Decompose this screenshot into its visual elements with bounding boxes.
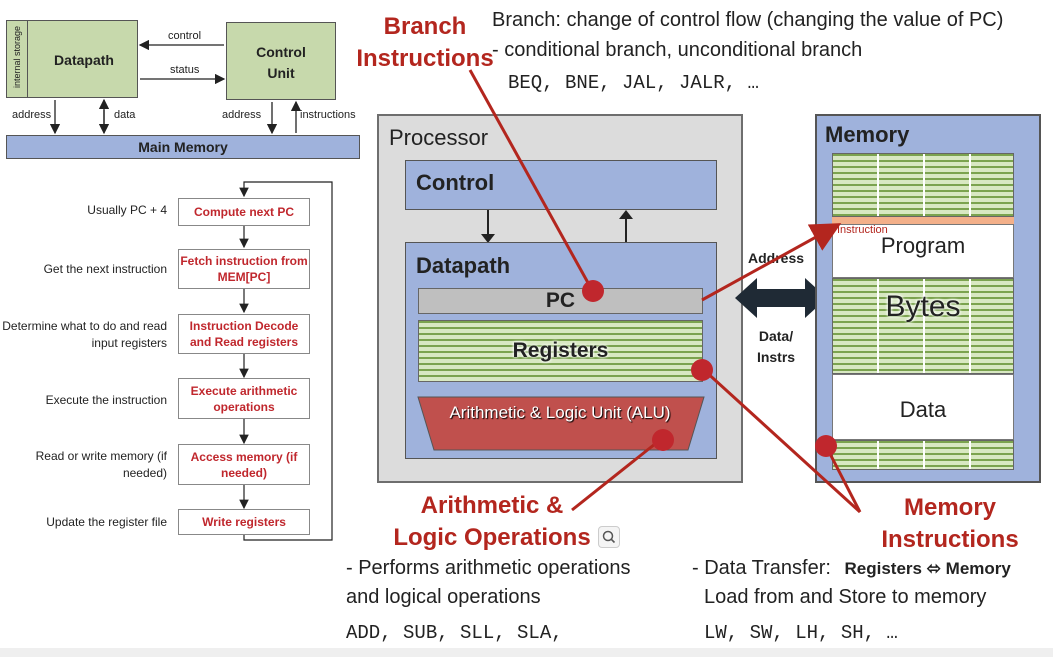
memory-title: Memory bbox=[825, 122, 910, 147]
registers-label: Registers bbox=[512, 339, 609, 362]
alu-shape bbox=[417, 396, 705, 451]
flow-arrows bbox=[239, 181, 333, 541]
control-box bbox=[405, 160, 717, 210]
bus-arrow bbox=[735, 278, 827, 318]
bottom-bar bbox=[0, 648, 1053, 657]
datapath-block bbox=[6, 20, 138, 98]
instruction-label: Instruction bbox=[837, 224, 888, 236]
flow-label-5: Read or write memory (if needed) bbox=[35, 449, 167, 480]
control-title: Control bbox=[416, 170, 495, 195]
memory-stripes-middle bbox=[832, 278, 1014, 374]
datapath-title: Datapath bbox=[416, 253, 511, 278]
alu-ops-title: Arithmetic & Logic Operations bbox=[393, 492, 591, 551]
flow-box-compute-next-pc: Compute next PC bbox=[178, 198, 310, 226]
flow-box-access-memory: Access memory (if needed) bbox=[178, 444, 310, 485]
top-left-arrows bbox=[49, 39, 302, 135]
address-right-label: address bbox=[222, 109, 262, 121]
flow-label-6: Update the register file bbox=[46, 515, 167, 529]
flow-box-write-registers: Write registers bbox=[178, 509, 310, 535]
bytes-label: Bytes bbox=[885, 290, 961, 323]
program-region bbox=[832, 224, 1014, 278]
alu-ops-desc-2: and logical operations bbox=[346, 586, 541, 608]
control-signal-label: control bbox=[168, 30, 202, 42]
pc-label: PC bbox=[545, 289, 576, 312]
pc-register bbox=[418, 288, 703, 314]
alu-ops-examples: ADD, SUB, SLL, SLA, bbox=[346, 622, 563, 644]
program-label: Program bbox=[880, 233, 966, 258]
data-region-label: Data bbox=[899, 397, 947, 422]
memory-instructions-title: Memory Instructions bbox=[881, 494, 1019, 553]
memory-stripes-top bbox=[832, 153, 1014, 217]
data-region bbox=[832, 374, 1014, 440]
instruction-row bbox=[832, 217, 1014, 224]
alu-label: Arithmetic & Logic Unit (ALU) bbox=[449, 403, 671, 422]
mem-ops-examples: LW, SW, LH, SH, … bbox=[704, 622, 898, 644]
flow-label-3: Determine what to do and read input regi… bbox=[2, 319, 167, 350]
mem-ops-desc-prefix: - Data Transfer: bbox=[692, 557, 831, 579]
flow-label-1: Usually PC + 4 bbox=[87, 203, 167, 217]
control-datapath-arrows bbox=[481, 210, 633, 243]
flow-box-decode: Instruction Decode and Read registers bbox=[178, 314, 310, 354]
main-memory-bar bbox=[6, 135, 360, 159]
flow-box-execute: Execute arithmetic operations bbox=[178, 378, 310, 419]
main-memory-label: Main Memory bbox=[138, 139, 228, 155]
status-signal-label: status bbox=[170, 64, 200, 76]
flow-box-fetch: Fetch instruction from MEM[PC] bbox=[178, 249, 310, 289]
branch-desc-2: - conditional branch, unconditional bran… bbox=[492, 39, 863, 61]
branch-examples: BEQ, BNE, JAL, JALR, … bbox=[508, 72, 759, 94]
mem-ops-desc-1: - Data Transfer: Registers ⬄ Memory bbox=[692, 557, 1011, 580]
instructions-label: instructions bbox=[300, 109, 356, 121]
data-label: data bbox=[114, 109, 136, 121]
internal-storage-strip bbox=[6, 20, 28, 98]
branch-instructions-title: Branch Instructions bbox=[356, 13, 494, 72]
control-unit-label: Control Unit bbox=[256, 44, 306, 81]
memory-stripes-bottom bbox=[832, 440, 1014, 470]
alu-ops-desc-1: - Performs arithmetic operations bbox=[346, 557, 631, 579]
zoom-icon[interactable] bbox=[598, 526, 620, 548]
mem-ops-desc-bold: Registers ⬄ Memory bbox=[844, 559, 1011, 578]
flow-label-4: Execute the instruction bbox=[45, 393, 167, 407]
flow-label-2: Get the next instruction bbox=[43, 262, 167, 276]
data-instrs-label: Data/ Instrs bbox=[756, 328, 796, 365]
processor-title: Processor bbox=[389, 125, 489, 150]
address-left-label: address bbox=[12, 109, 52, 121]
branch-desc-1: Branch: change of control flow (changing… bbox=[492, 9, 1004, 31]
mem-ops-desc-2: Load from and Store to memory bbox=[704, 586, 987, 608]
control-unit-block bbox=[226, 22, 336, 100]
register-file bbox=[418, 320, 703, 382]
datapath-block-label: Datapath bbox=[54, 52, 114, 68]
